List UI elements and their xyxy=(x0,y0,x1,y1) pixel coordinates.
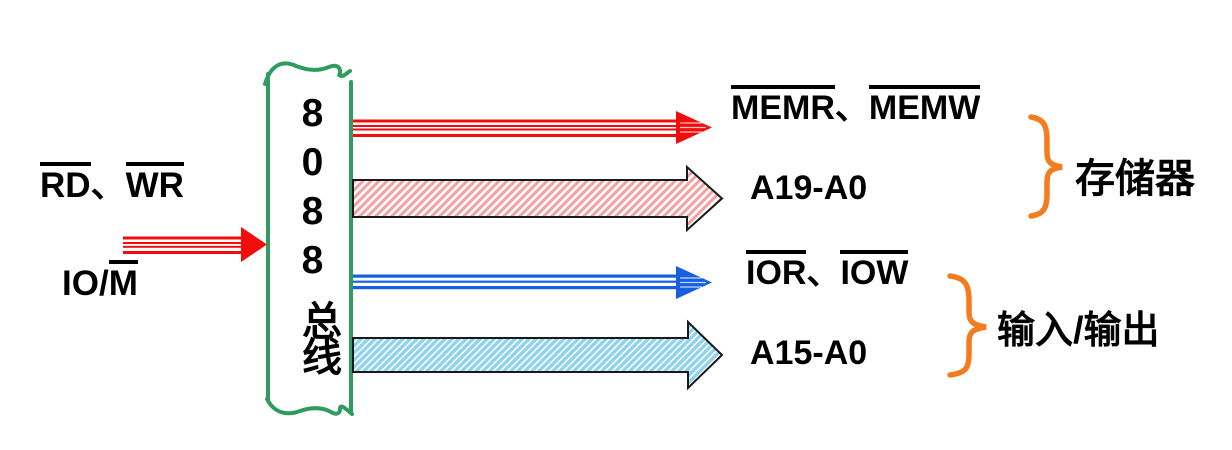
io-prefix: IO/ xyxy=(62,264,109,303)
io-address-range: A15-A0 xyxy=(750,334,868,372)
separator: 、 xyxy=(806,254,841,292)
io-group-brace xyxy=(947,273,987,378)
ior-signal: IOR xyxy=(746,250,807,292)
memr-signal: MEMR xyxy=(731,85,835,127)
separator: 、 xyxy=(90,166,126,205)
memory-group-brace xyxy=(1028,114,1063,219)
memory-group-label: 存储器 xyxy=(1075,157,1195,201)
ior-iow-arrow xyxy=(353,266,712,299)
memr-memw-arrow xyxy=(353,111,712,144)
memw-signal: MEMW xyxy=(868,85,981,127)
a15-a0-arrow xyxy=(352,319,724,391)
a15-a0-label: A15-A0 xyxy=(750,330,867,372)
bus-chip-name: 8088 xyxy=(291,92,334,288)
rd-wr-label: RD、WR xyxy=(40,162,184,205)
bus-label: 总线 xyxy=(296,300,340,372)
iow-signal: IOW xyxy=(840,250,909,292)
memory-address-range: A19-A0 xyxy=(750,169,868,207)
separator: 、 xyxy=(834,89,869,127)
memr-memw-label: MEMR、MEMW xyxy=(731,85,981,127)
m-signal: M xyxy=(108,260,138,303)
io-group-label: 输入/输出 xyxy=(997,310,1160,352)
control-input-arrow xyxy=(123,227,267,262)
bus-box-outline xyxy=(263,61,354,416)
rd-signal: RD xyxy=(40,162,91,205)
a19-a0-arrow xyxy=(352,164,724,233)
ior-iow-label: IOR、IOW xyxy=(746,250,909,292)
wr-signal: WR xyxy=(125,162,184,205)
a19-a0-label: A19-A0 xyxy=(750,165,867,207)
io-m-label: IO/M xyxy=(62,260,138,303)
